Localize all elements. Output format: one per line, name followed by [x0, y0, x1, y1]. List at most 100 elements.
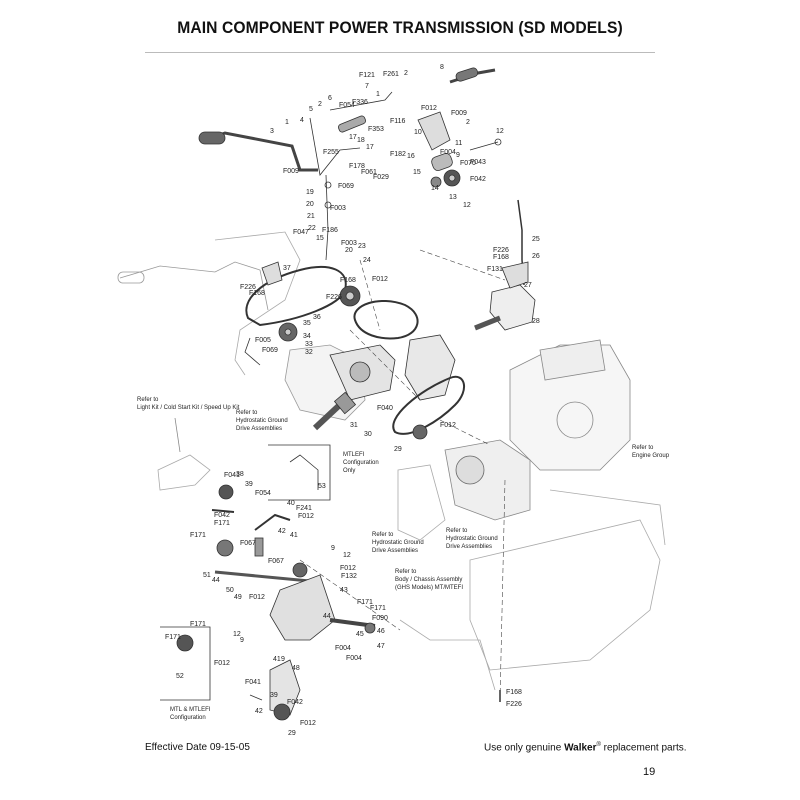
callout: 45	[356, 631, 364, 638]
callout: 21	[307, 213, 315, 220]
callout: F012	[249, 594, 265, 601]
callout: 23	[358, 243, 366, 250]
callout: F012	[300, 720, 316, 727]
callout: 50	[226, 587, 234, 594]
callout: F241	[296, 505, 312, 512]
callout: 44	[212, 577, 220, 584]
callout: 20	[306, 201, 314, 208]
engine-top	[539, 339, 606, 381]
note-mtlefi: Configuration	[343, 460, 379, 466]
note-light-kit: Light Kit / Cold Start Kit / Speed Up Ki…	[137, 405, 240, 411]
callout: 38	[236, 471, 244, 478]
mtl-box	[160, 626, 211, 701]
hydro-gearbox	[444, 439, 531, 521]
brand-name: Walker	[564, 742, 597, 754]
u-joint	[333, 391, 357, 415]
callout: F168	[506, 689, 522, 696]
registered-mark: ®	[596, 742, 601, 748]
gearbox-shaft	[474, 315, 501, 331]
light-kit-ghost	[157, 454, 211, 491]
callout: F353	[368, 126, 384, 133]
callout: 22	[308, 225, 316, 232]
page-number: 19	[643, 766, 656, 778]
bushing	[431, 153, 453, 171]
belt-upper	[245, 265, 347, 327]
callout: F182	[390, 151, 406, 158]
note-mtl: Configuration	[170, 715, 206, 721]
note-engine: Refer to	[632, 445, 654, 451]
callout: 26	[532, 253, 540, 260]
callout: F178	[349, 163, 365, 170]
callout: F168	[249, 290, 265, 297]
gearbox-bracket	[501, 261, 529, 289]
ghost-grip	[117, 271, 145, 284]
callout: F012	[421, 105, 437, 112]
callout: F042	[470, 176, 486, 183]
callout: F003	[341, 240, 357, 247]
callout: F012	[372, 276, 388, 283]
callout: F171	[190, 621, 206, 628]
title-rule	[145, 52, 655, 53]
pulley-52	[176, 634, 194, 652]
callout: 6	[328, 95, 332, 102]
callout: 53	[318, 483, 326, 490]
callout: 13	[449, 194, 457, 201]
callout: F226	[240, 284, 256, 291]
callout: 7	[365, 83, 369, 90]
spring-42	[254, 537, 264, 557]
pulley-hub	[448, 174, 456, 182]
callout: 52	[176, 673, 184, 680]
callout: 46	[377, 628, 385, 635]
pivot-bolt	[324, 181, 332, 189]
callout: 29	[394, 446, 402, 453]
callout: F005	[255, 337, 271, 344]
callout: 28	[532, 318, 540, 325]
callout: 9	[240, 637, 244, 644]
effective-date: Effective Date 09-15-05	[145, 742, 250, 753]
callout: 18	[357, 137, 365, 144]
page-title: MAIN COMPONENT POWER TRANSMISSION (SD MO…	[177, 18, 623, 37]
gearbox	[489, 284, 536, 331]
idler-pulley	[412, 424, 428, 440]
hydro-pump-right	[404, 334, 456, 401]
ghost-handle	[119, 261, 269, 311]
callout: 2	[318, 101, 322, 108]
note-hydro-a: Hydrostatic Ground	[236, 418, 288, 424]
callout: 2	[404, 70, 408, 77]
callout: F054	[255, 490, 271, 497]
callout: 47	[377, 643, 385, 650]
ghost-frame	[214, 231, 301, 376]
callout: 39	[245, 481, 253, 488]
mtlefi-box	[268, 444, 331, 501]
note-light-kit: Refer to	[137, 397, 159, 403]
callout: F004	[440, 149, 456, 156]
linkage-rod-upper	[329, 91, 393, 111]
callout: 25	[532, 236, 540, 243]
callout: 34	[303, 333, 311, 340]
callout: 42	[255, 708, 263, 715]
callout: 30	[364, 431, 372, 438]
lever-grip	[198, 131, 226, 145]
belt-middle	[353, 300, 419, 340]
callout: 32	[305, 349, 313, 356]
callout: 16	[407, 153, 415, 160]
callout: 20	[345, 247, 353, 254]
note-hydro-c: Refer to	[446, 528, 468, 534]
callout: F168	[340, 277, 356, 284]
pump-pulley	[349, 361, 371, 383]
callout: F171	[357, 599, 373, 606]
callout: 19	[306, 189, 314, 196]
callout: 14	[431, 185, 439, 192]
chassis-front	[399, 619, 496, 691]
callout: F041	[224, 472, 240, 479]
pivot-bolt	[324, 201, 332, 209]
callout: F171	[165, 634, 181, 641]
callout: 9	[331, 545, 335, 552]
note-hydro-b: Refer to	[372, 532, 394, 538]
callout: 42	[278, 528, 286, 535]
callout: 1	[376, 91, 380, 98]
callout: F132	[341, 573, 357, 580]
callout: F004	[335, 645, 351, 652]
callout: 12	[496, 128, 504, 135]
pulley-29-lower	[273, 703, 291, 721]
